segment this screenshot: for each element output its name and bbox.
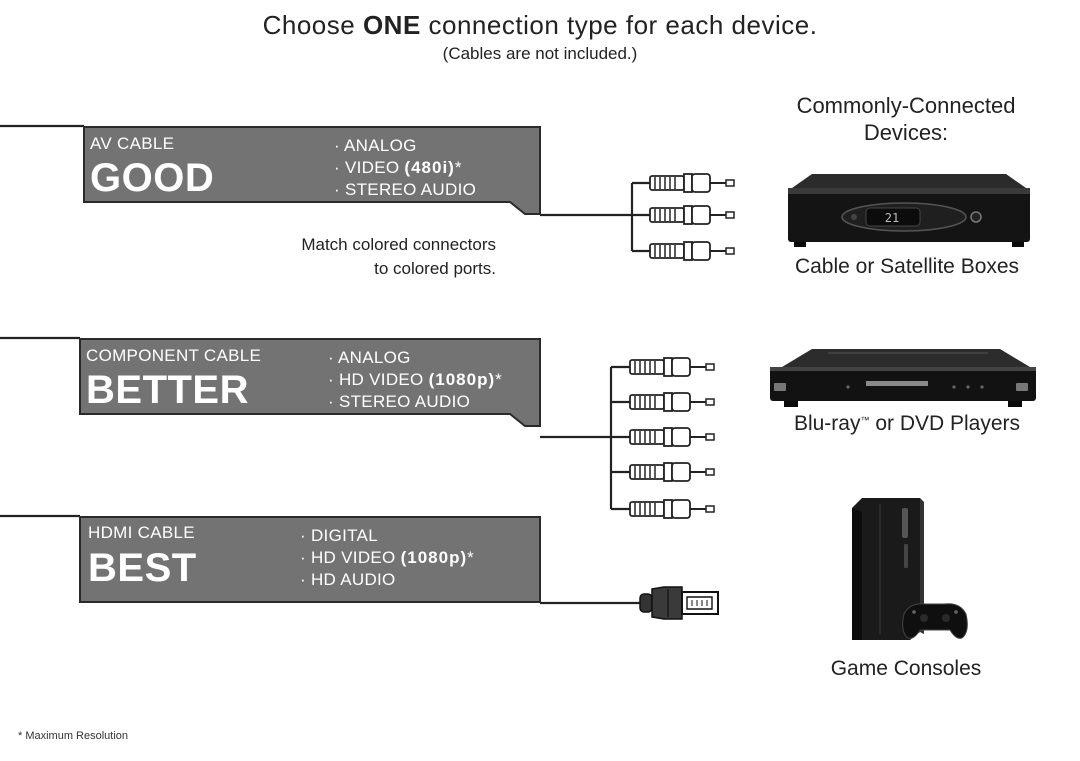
footnote: * Maximum Resolution <box>18 730 129 742</box>
feature-item: · VIDEO (480i)* <box>334 158 462 177</box>
feature-item: · STEREO AUDIO <box>328 392 471 411</box>
rca-connector-icon <box>629 392 715 412</box>
panel-bg <box>79 338 541 427</box>
cable-box-icon: 21 <box>788 174 1030 247</box>
hdmi-connector-icon <box>639 586 719 620</box>
rca-connector-icon <box>629 427 715 447</box>
rca-connector-icon <box>649 205 735 225</box>
feature-item: · DIGITAL <box>300 526 378 545</box>
feature-item: · ANALOG <box>328 348 411 367</box>
rca-connector-icon <box>649 173 735 193</box>
feature-list: · ANALOG · VIDEO (480i)* · STEREO AUDIO <box>334 135 476 201</box>
cable-type-label: COMPONENT CABLE <box>86 346 262 365</box>
feature-list: · ANALOG · HD VIDEO (1080p)* · STEREO AU… <box>328 347 502 413</box>
panel-bg <box>83 126 541 215</box>
cable-type-label: HDMI CABLE <box>88 523 195 542</box>
quality-grade: GOOD <box>90 156 215 200</box>
device-caption-game-console: Game Consoles <box>830 657 982 680</box>
feature-item: · HD VIDEO (1080p)* <box>300 548 475 567</box>
feature-item: · HD AUDIO <box>300 570 396 589</box>
panel-component-cable: COMPONENT CABLE BETTER · ANALOG · HD VID… <box>78 338 542 428</box>
feature-list: · DIGITAL · HD VIDEO (1080p)* · HD AUDIO <box>300 525 474 591</box>
quality-grade: BEST <box>88 546 197 590</box>
panel-hdmi-cable: HDMI CABLE BEST · DIGITAL · HD VIDEO (10… <box>78 516 542 606</box>
game-console-icon <box>852 498 968 640</box>
rca-connector-icon <box>649 241 735 261</box>
cable-type-label: AV CABLE <box>90 134 175 153</box>
page-title: Choose ONE connection type for each devi… <box>262 10 818 40</box>
panel-bg <box>79 516 541 603</box>
device-caption-cable-box: Cable or Satellite Boxes <box>794 255 1020 278</box>
connector-note: Match colored connectors to colored port… <box>301 235 496 278</box>
display-readout: 21 <box>885 211 899 225</box>
bluray-player-icon <box>770 349 1036 407</box>
quality-grade: BETTER <box>86 368 249 412</box>
feature-item: · ANALOG <box>334 136 417 155</box>
rca-connector-icon <box>629 357 715 377</box>
rca-connector-icon <box>629 462 715 482</box>
rca-connector-icon <box>629 499 715 519</box>
feature-item: · STEREO AUDIO <box>334 180 477 199</box>
page-subtitle: (Cables are not included.) <box>442 44 638 63</box>
devices-heading: Commonly-Connected Devices: <box>796 93 1016 145</box>
panel-av-cable: AV CABLE GOOD · ANALOG · VIDEO (480i)* ·… <box>82 126 542 216</box>
device-caption-bluray: Blu-ray™ or DVD Players <box>793 412 1021 435</box>
feature-item: · HD VIDEO (1080p)* <box>328 370 503 389</box>
